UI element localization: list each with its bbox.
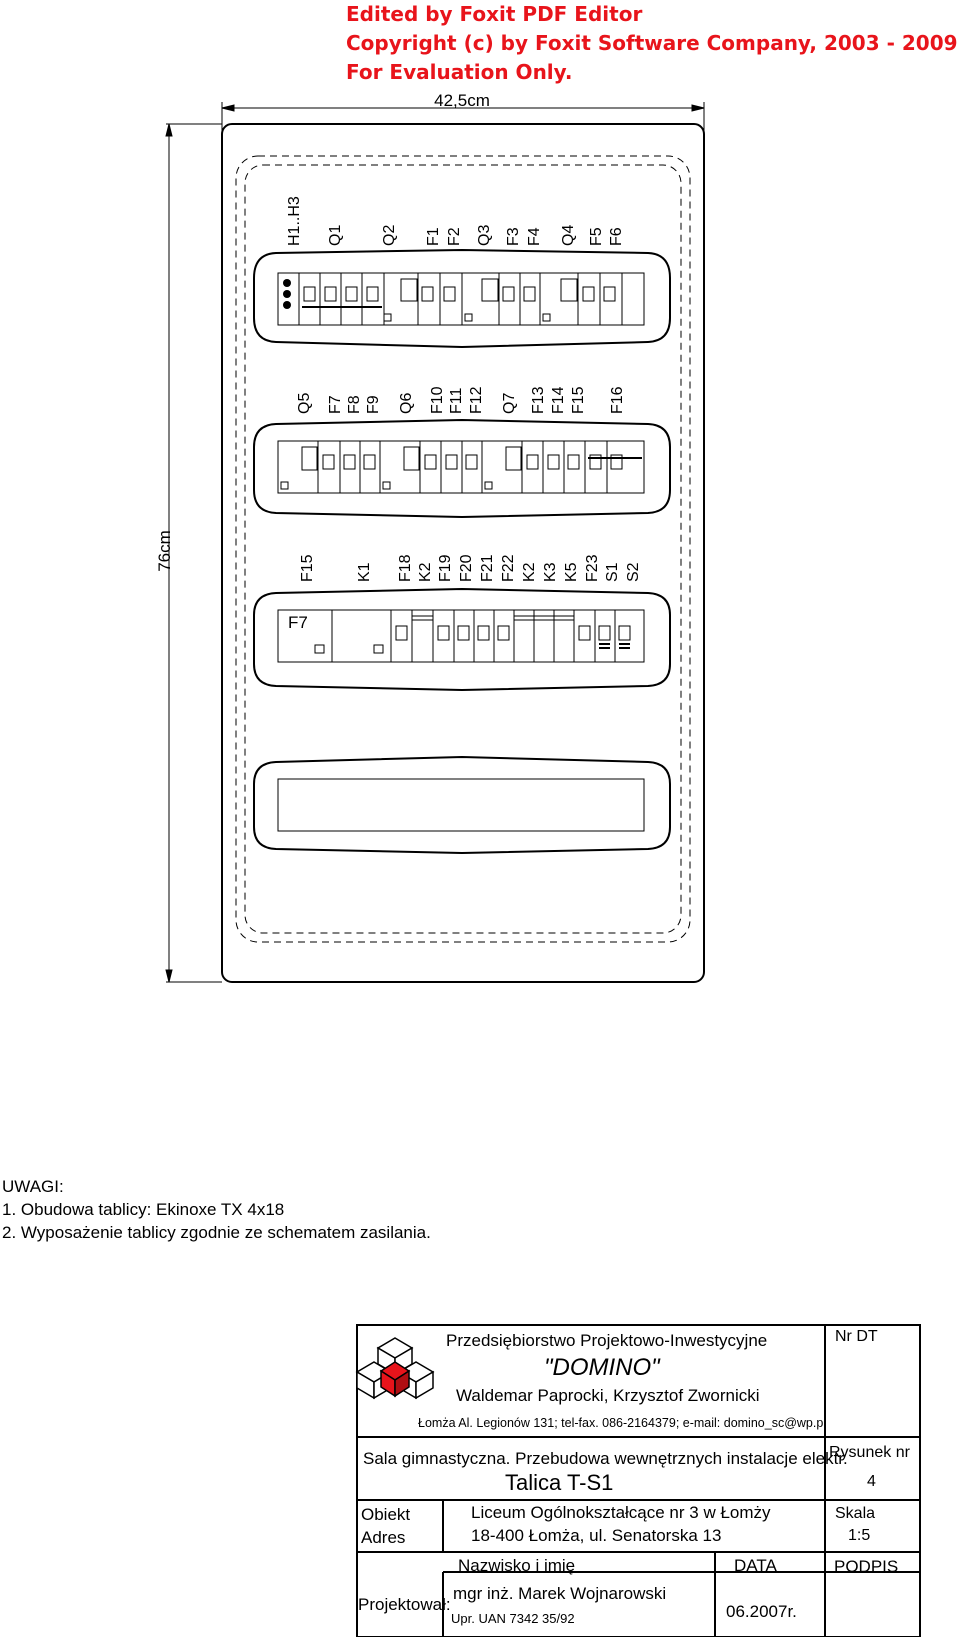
indicator-lamps: [283, 279, 291, 309]
sign-header: PODPIS: [834, 1557, 899, 1576]
watermark-line-3: For Evaluation Only.: [346, 60, 573, 84]
label-f12: F12: [468, 386, 485, 414]
evaluation-watermark: Edited by Foxit PDF Editor Copyright (c)…: [346, 0, 958, 87]
label-f1: F1: [425, 227, 442, 246]
label-f7: F7: [327, 395, 344, 414]
label-f4: F4: [526, 227, 543, 246]
label-f16: F16: [609, 386, 626, 414]
label-f19: F19: [437, 554, 454, 582]
project-title: Sala gimnastyczna. Przebudowa wewnętrzny…: [363, 1449, 848, 1468]
row-3-labels: F15 K1 F18 K2 F19 F20 F21 F22 K2 K3 K5 F…: [299, 554, 642, 582]
scale-value: 1:5: [848, 1527, 871, 1544]
label-q7: Q7: [501, 393, 518, 414]
label-q1: Q1: [327, 225, 344, 246]
row-2-modules: [277, 440, 645, 494]
label-f15-r3: F15: [299, 554, 316, 582]
width-dimension: [221, 102, 705, 132]
row-1-labels: H1..H3 Q1 Q2 F1 F2 Q3 F3 F4 Q4 F5 F6: [286, 196, 625, 246]
obiekt-value: Liceum Ogólnokształcące nr 3 w Łomży: [471, 1503, 771, 1522]
company-line-1: Przedsiębiorstwo Projektowo-Inwestycyjne: [446, 1331, 768, 1350]
width-label: 42,5cm: [434, 91, 490, 110]
label-f9: F9: [365, 395, 382, 414]
watermark-line-2: Copyright (c) by Foxit Software Company,…: [346, 31, 958, 55]
label-f2: F2: [446, 227, 463, 246]
drawing-no-label: Rysunek nr: [829, 1444, 910, 1461]
company-address: Łomża Al. Legionów 131; tel-fax. 086-216…: [418, 1416, 827, 1430]
designer-name: mgr inż. Marek Wojnarowski: [453, 1584, 667, 1603]
enclosure-outline: [221, 123, 705, 983]
obiekt-label: Obiekt: [361, 1505, 411, 1524]
row-1-modules: [277, 272, 645, 326]
label-f15: F15: [570, 386, 587, 414]
notes-block: UWAGI: 1. Obudowa tablicy: Ekinoxe TX 4x…: [2, 1175, 431, 1244]
label-q4: Q4: [560, 225, 577, 246]
enclosure-inner-dashed: [235, 155, 691, 943]
row-4-blank-panel: [277, 778, 645, 832]
drawing-title: Talica T-S1: [505, 1470, 614, 1495]
nr-dt-label: Nr DT: [835, 1328, 878, 1345]
enclosure-inner-dashed-2: [244, 164, 682, 934]
label-f3: F3: [505, 227, 522, 246]
label-f18: F18: [397, 554, 414, 582]
scale-label: Skala: [835, 1505, 876, 1522]
label-s2: S2: [625, 562, 642, 582]
row-3-inner-label: F7: [288, 613, 308, 632]
name-header: Nazwisko i imię: [458, 1556, 576, 1575]
label-h1-h3: H1..H3: [286, 196, 303, 246]
company-owners: Waldemar Paprocki, Krzysztof Zwornicki: [456, 1386, 760, 1405]
label-f5: F5: [588, 227, 605, 246]
label-f8: F8: [346, 395, 363, 414]
label-f22: F22: [500, 554, 517, 582]
label-f6: F6: [608, 227, 625, 246]
label-f11: F11: [448, 388, 465, 414]
rail-frames: [253, 248, 671, 855]
row-3-modules: [277, 609, 645, 663]
label-k2-b: K2: [521, 562, 538, 582]
label-k3: K3: [542, 562, 559, 582]
company-name: "DOMINO": [544, 1354, 660, 1381]
label-f20: F20: [458, 554, 475, 582]
watermark-line-1: Edited by Foxit PDF Editor: [346, 2, 643, 26]
label-q2: Q2: [381, 225, 398, 246]
label-q3: Q3: [476, 225, 493, 246]
label-q6: Q6: [398, 393, 415, 414]
row-2-labels: Q5 F7 F8 F9 Q6 F10 F11 F12 Q7 F13 F14 F1…: [296, 386, 626, 414]
height-dimension: [165, 123, 222, 983]
date-value: 06.2007r.: [726, 1602, 797, 1621]
height-label: 76cm: [155, 530, 174, 572]
distribution-board-drawing: 42,5cm 76cm: [155, 91, 705, 983]
label-f23: F23: [584, 554, 601, 582]
label-k2: K2: [417, 562, 434, 582]
notes-item-1: 1. Obudowa tablicy: Ekinoxe TX 4x18: [2, 1200, 285, 1219]
adres-value: 18-400 Łomża, ul. Senatorska 13: [471, 1526, 722, 1545]
label-s1: S1: [604, 562, 621, 582]
drawing-no: 4: [867, 1473, 876, 1490]
label-k1: K1: [356, 562, 373, 582]
adres-label: Adres: [361, 1528, 406, 1547]
label-k5: K5: [563, 562, 580, 582]
label-f14: F14: [550, 386, 567, 414]
notes-heading: UWAGI:: [2, 1177, 64, 1196]
label-f21: F21: [479, 554, 496, 582]
label-f13: F13: [530, 386, 547, 414]
domino-logo-icon: [355, 1337, 435, 1400]
label-q5: Q5: [296, 393, 313, 414]
date-header: DATA: [734, 1556, 777, 1575]
label-f10: F10: [429, 386, 446, 414]
notes-item-2: 2. Wyposażenie tablicy zgodnie ze schema…: [2, 1223, 431, 1242]
designer-license: Upr. UAN 7342 35/92: [451, 1611, 575, 1626]
designer-label: Projektował:: [358, 1595, 451, 1614]
